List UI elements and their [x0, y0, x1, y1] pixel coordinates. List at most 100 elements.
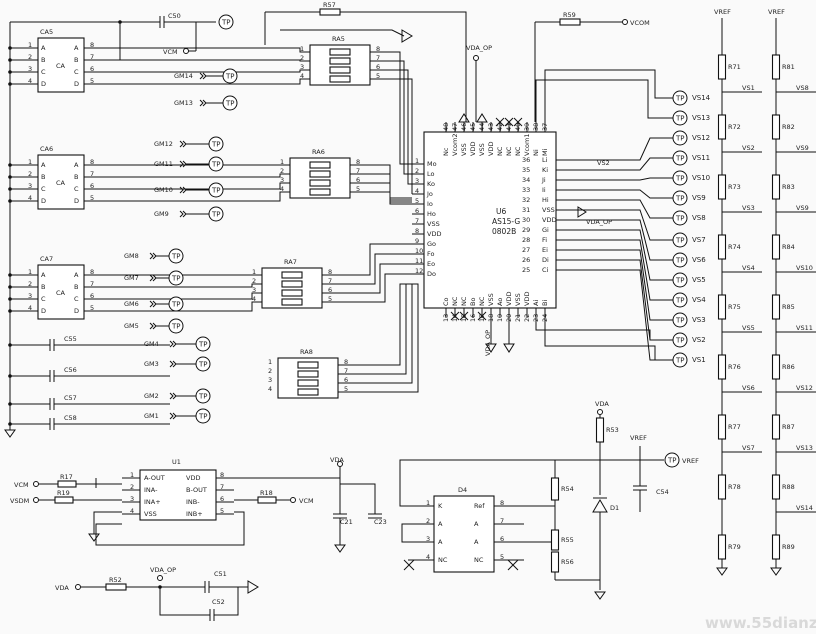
ground-arrow	[503, 343, 515, 353]
u6-pin-name: Nc	[442, 147, 450, 156]
ca-pin-number: 2	[28, 280, 32, 288]
wire	[95, 511, 245, 546]
ra-block-name: RA8	[300, 348, 313, 356]
ladder2-resistor	[771, 54, 781, 80]
resistor-label: R82	[782, 123, 795, 131]
test-point-label: TP	[211, 141, 221, 149]
r57-resistor	[319, 8, 341, 16]
c50-label: C50	[168, 12, 181, 20]
d4-pin-number: 5	[500, 553, 504, 561]
r55-resistor	[550, 529, 560, 551]
ca-pin-number: 1	[28, 158, 32, 166]
ca-block-center-label: CA	[56, 62, 66, 70]
vs-test-point	[672, 210, 688, 226]
junction-dot	[8, 422, 12, 426]
u6-pin-name: VDD	[542, 216, 556, 224]
wire	[401, 523, 408, 543]
ca-output-pin-name: A	[74, 271, 79, 279]
u6-pin-name: Fo	[427, 250, 435, 258]
u1-pin-number: 1	[130, 471, 134, 479]
ca-pin-number: 5	[90, 77, 94, 85]
ca-input-pin-name: A	[41, 271, 46, 279]
d4-pin-name: A	[438, 538, 443, 546]
u1-pin-name: INA+	[144, 498, 161, 506]
u6-part-number: AS15-G	[492, 217, 520, 226]
ca-input-pin-name: C	[41, 68, 46, 76]
u6-to-vs-wire	[570, 229, 673, 281]
ra-pin-number: 2	[300, 54, 304, 62]
u6-pin-name: Do	[427, 270, 436, 278]
vs-label: VS8	[692, 214, 706, 222]
u6-pin-name: Li	[542, 156, 548, 164]
u6-pin-name: Jo	[426, 190, 433, 198]
resistor-label: R71	[728, 63, 741, 71]
ladder2-tap-label: VS13	[796, 444, 813, 452]
u6-pin-name: NC	[451, 296, 459, 306]
u6-pin-number: 15	[460, 314, 468, 322]
ground-arrow	[247, 580, 259, 594]
ca-output-pin-name: B	[74, 283, 78, 291]
u6-pin-number: 14	[451, 314, 459, 322]
wire	[234, 466, 341, 479]
u6-pin-name: VSS	[542, 206, 555, 214]
ca-input-pin-name: B	[41, 283, 45, 291]
u6-to-vs-wire	[570, 219, 673, 261]
gm-label: GM2	[144, 392, 159, 400]
u6-pin-name: NC	[478, 296, 486, 306]
ladder1-resistor	[717, 294, 727, 320]
u6-pin-name: Ii	[542, 186, 546, 194]
ladder2-tap-label: VS10	[796, 264, 813, 272]
gm-test-point	[195, 388, 211, 404]
u6-pin-number: 26	[522, 256, 530, 264]
ca-to-ra-wire	[108, 78, 310, 85]
vs-test-point	[672, 90, 688, 106]
ca-pin-number: 7	[90, 280, 94, 288]
vs-pin-label: VS2	[597, 159, 610, 167]
test-point-label: TP	[211, 211, 221, 219]
u6-pin-number: 16	[469, 314, 477, 322]
ca-pin-number: 3	[28, 292, 32, 300]
u6-to-vs-wire	[570, 189, 673, 199]
gm-label: GM12	[154, 140, 173, 148]
d1-label: D1	[610, 504, 619, 512]
resistor-label: R78	[728, 483, 741, 491]
ladder1-resistor	[717, 474, 727, 500]
vda-op-top-label: VDA_OP	[466, 44, 492, 52]
terminal	[75, 584, 81, 590]
vs-test-point	[672, 130, 688, 146]
u6-pin-name: Bi	[541, 300, 549, 306]
resistor-label: R17	[60, 473, 73, 481]
u6-pin-number: 3	[415, 177, 419, 185]
ca-output-pin-name: D	[74, 80, 79, 88]
ca-output-pin-name: C	[74, 68, 79, 76]
ladder2-resistor	[771, 414, 781, 440]
wire	[600, 446, 641, 461]
ra-pin-number: 8	[356, 158, 360, 166]
resistor-label: R53	[606, 426, 619, 434]
test-point-label: TP	[675, 237, 685, 245]
ra-pin-number: 1	[252, 268, 256, 276]
ca-input-pin-name: B	[41, 56, 45, 64]
vda-bottom-label: VDA	[55, 584, 69, 592]
d4-pin-name: A	[438, 520, 443, 528]
vcom-label: VCOM	[630, 19, 650, 27]
test-point-label: TP	[675, 277, 685, 285]
u6-pin-name: Hi	[542, 196, 549, 204]
ra-pin-number: 3	[280, 176, 284, 184]
resistor-label: R88	[782, 483, 795, 491]
connector-arrow	[149, 274, 154, 282]
gm-test-point	[222, 95, 238, 111]
u6-pin-number: 28	[522, 236, 530, 244]
d4-pin-name: NC	[474, 556, 484, 564]
u6-to-vs2-wire	[535, 318, 673, 341]
resistor-label: R89	[782, 543, 795, 551]
u6-pin-name: Mo	[427, 160, 437, 168]
vs-test-point	[672, 332, 688, 348]
r53-resistor	[595, 417, 605, 443]
vs-test-point	[672, 312, 688, 328]
test-point-label: TP	[675, 297, 685, 305]
nc-cross	[477, 311, 487, 321]
ground-symbol	[88, 533, 100, 542]
c23-label: C23	[374, 518, 387, 526]
ra-resistor-element	[329, 66, 351, 74]
